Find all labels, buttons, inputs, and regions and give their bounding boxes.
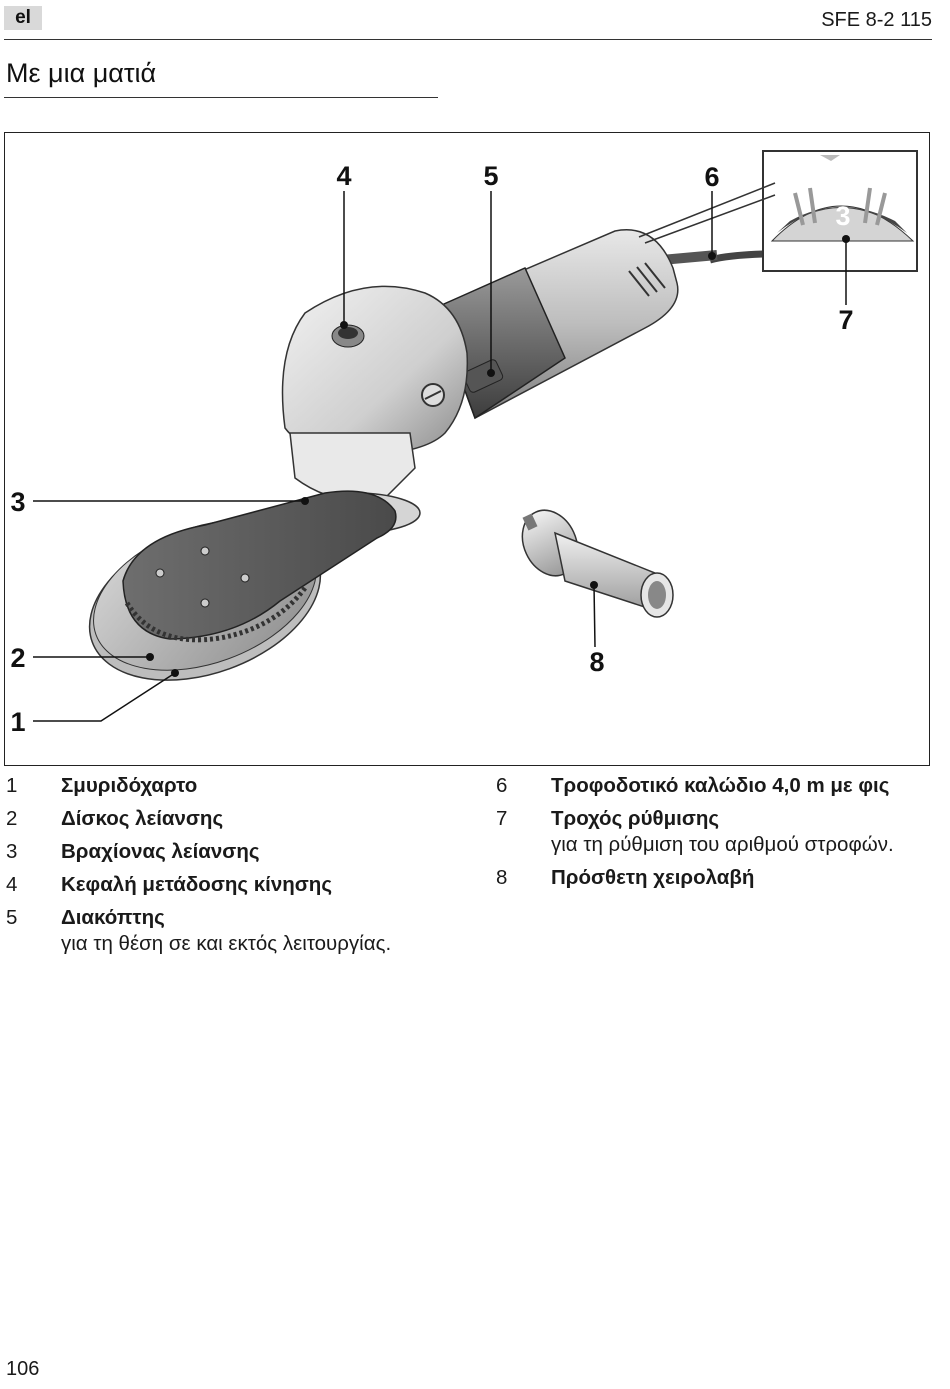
legend-item: 2 Δίσκος λείανσης (6, 806, 476, 832)
legend-item: 3 Βραχίονας λείανσης (6, 839, 476, 865)
language-tag: el (4, 6, 42, 30)
legend-label: Διακόπτης (61, 906, 165, 929)
title-rule (4, 97, 438, 98)
callout-2: 2 (10, 643, 25, 673)
legend-item: 8 Πρόσθετη χειρολαβή (496, 865, 936, 891)
callout-6: 6 (704, 162, 719, 192)
dial-value: 3 (835, 201, 850, 231)
header-rule (4, 39, 932, 40)
legend-label: Βραχίονας λείανσης (61, 840, 260, 863)
legend-label: Κεφαλή μετάδοσης κίνησης (61, 873, 332, 896)
legend-label: Σμυριδόχαρτο (61, 774, 198, 797)
legend-left: 1 Σμυριδόχαρτο 2 Δίσκος λείανσης 3 Βραχί… (6, 773, 476, 964)
legend-label: Τροχός ρύθμισης (551, 807, 720, 830)
callout-5: 5 (483, 161, 498, 191)
legend-number: 7 (496, 807, 508, 830)
callout-7: 7 (838, 305, 853, 335)
legend-number: 3 (6, 840, 18, 863)
legend-label: Πρόσθετη χειρολαβή (551, 866, 755, 889)
legend-label: Τροφοδοτικό καλώδιο 4,0 m με φις (551, 774, 890, 797)
legend-number: 1 (6, 774, 18, 797)
legend-number: 2 (6, 807, 18, 830)
legend-item: 7 Τροχός ρύθμισης για τη ρύθμιση του αρι… (496, 806, 936, 858)
tool-illustration: 4 5 6 7 3 2 1 8 3 (4, 132, 930, 766)
legend-item: 5 Διακόπτης για τη θέση σε και εκτός λει… (6, 905, 476, 957)
page-number: 106 (6, 1358, 40, 1380)
legend-description: για τη θέση σε και εκτός λειτουργίας. (61, 932, 392, 955)
legend-number: 5 (6, 906, 18, 929)
legend-item: 1 Σμυριδόχαρτο (6, 773, 476, 799)
callout-8: 8 (589, 647, 604, 677)
model-name: SFE 8-2 115 (821, 9, 932, 31)
legend-number: 6 (496, 774, 508, 797)
legend-description: για τη ρύθμιση του αριθμού στροφών. (551, 833, 894, 856)
callout-3: 3 (10, 487, 25, 517)
legend-item: 4 Κεφαλή μετάδοσης κίνησης (6, 872, 476, 898)
legend-item: 6 Τροφοδοτικό καλώδιο 4,0 m με φις (496, 773, 936, 799)
legend-number: 4 (6, 873, 18, 896)
legend-right: 6 Τροφοδοτικό καλώδιο 4,0 m με φις 7 Τρο… (496, 773, 936, 898)
callout-1: 1 (10, 707, 25, 737)
page-title: Με μια ματιά (6, 58, 157, 88)
legend-label: Δίσκος λείανσης (61, 807, 224, 830)
tool-drawing: 4 5 6 7 3 2 1 8 3 (10, 150, 918, 737)
callout-4: 4 (336, 161, 351, 191)
legend-number: 8 (496, 866, 508, 889)
